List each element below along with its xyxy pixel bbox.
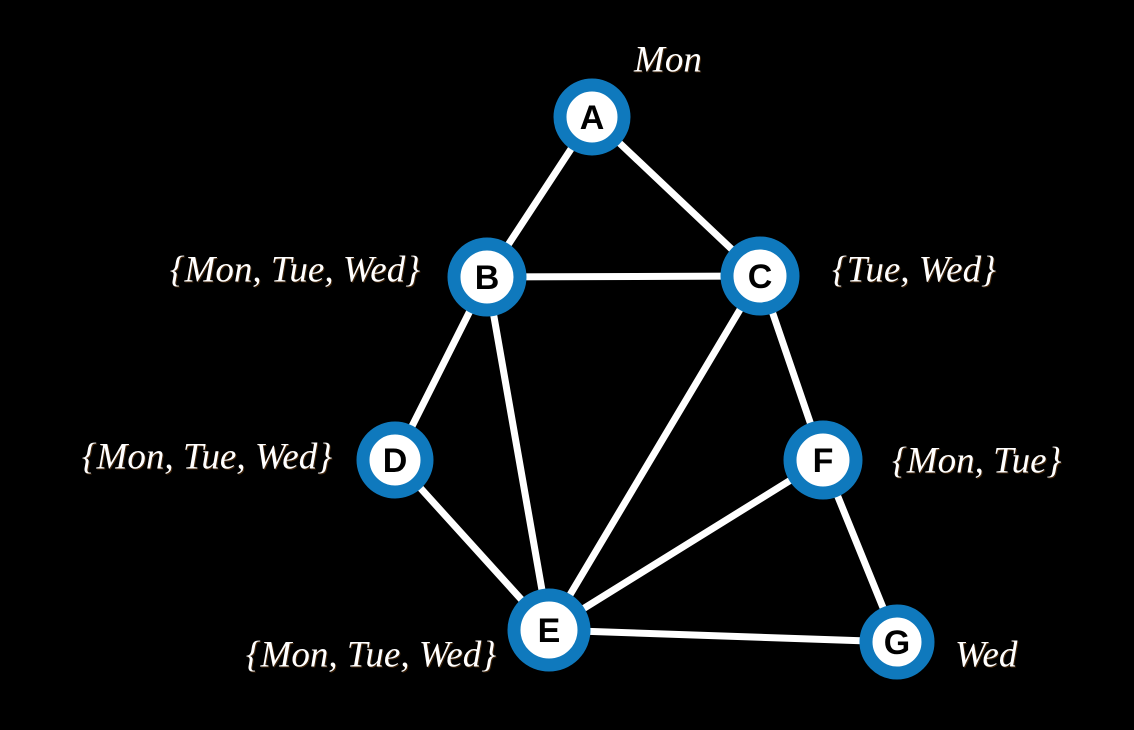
node-d[interactable]: D xyxy=(356,421,434,499)
node-c[interactable]: C xyxy=(720,236,800,316)
edges-group xyxy=(391,113,901,646)
node-circle-a[interactable] xyxy=(553,78,631,156)
node-a[interactable]: A xyxy=(553,78,631,156)
edge-b-e xyxy=(483,273,553,634)
node-circle-f[interactable] xyxy=(783,420,863,500)
nodes-group: A B C D E F G xyxy=(356,78,935,680)
node-g[interactable]: G xyxy=(859,604,935,680)
edge-c-e xyxy=(545,272,764,634)
edge-e-f xyxy=(545,456,827,634)
domain-label-d: {Mon, Tue, Wed} xyxy=(81,436,332,478)
domain-label-e: {Mon, Tue, Wed} xyxy=(245,634,496,676)
node-letter-b: B xyxy=(475,259,500,297)
node-letter-g: G xyxy=(884,624,910,662)
node-circle-g[interactable] xyxy=(859,604,935,680)
node-letter-f: F xyxy=(813,442,834,480)
domain-label-f: {Mon, Tue} xyxy=(892,440,1062,482)
node-circle-d[interactable] xyxy=(356,421,434,499)
node-letter-d: D xyxy=(383,442,408,480)
edge-e-g xyxy=(545,626,901,646)
node-circle-c[interactable] xyxy=(720,236,800,316)
edge-b-c xyxy=(483,272,764,281)
node-b[interactable]: B xyxy=(447,237,527,317)
domain-label-g: Wed xyxy=(955,634,1018,676)
node-letter-e: E xyxy=(538,612,561,650)
node-letter-c: C xyxy=(748,258,773,296)
domain-label-c: {Tue, Wed} xyxy=(832,249,996,291)
node-e[interactable]: E xyxy=(507,588,591,672)
node-f[interactable]: F xyxy=(783,420,863,500)
domain-label-b: {Mon, Tue, Wed} xyxy=(169,249,420,291)
node-letter-a: A xyxy=(580,99,605,137)
domain-label-a: Mon xyxy=(634,39,702,81)
node-circle-e[interactable] xyxy=(507,588,591,672)
node-circle-b[interactable] xyxy=(447,237,527,317)
